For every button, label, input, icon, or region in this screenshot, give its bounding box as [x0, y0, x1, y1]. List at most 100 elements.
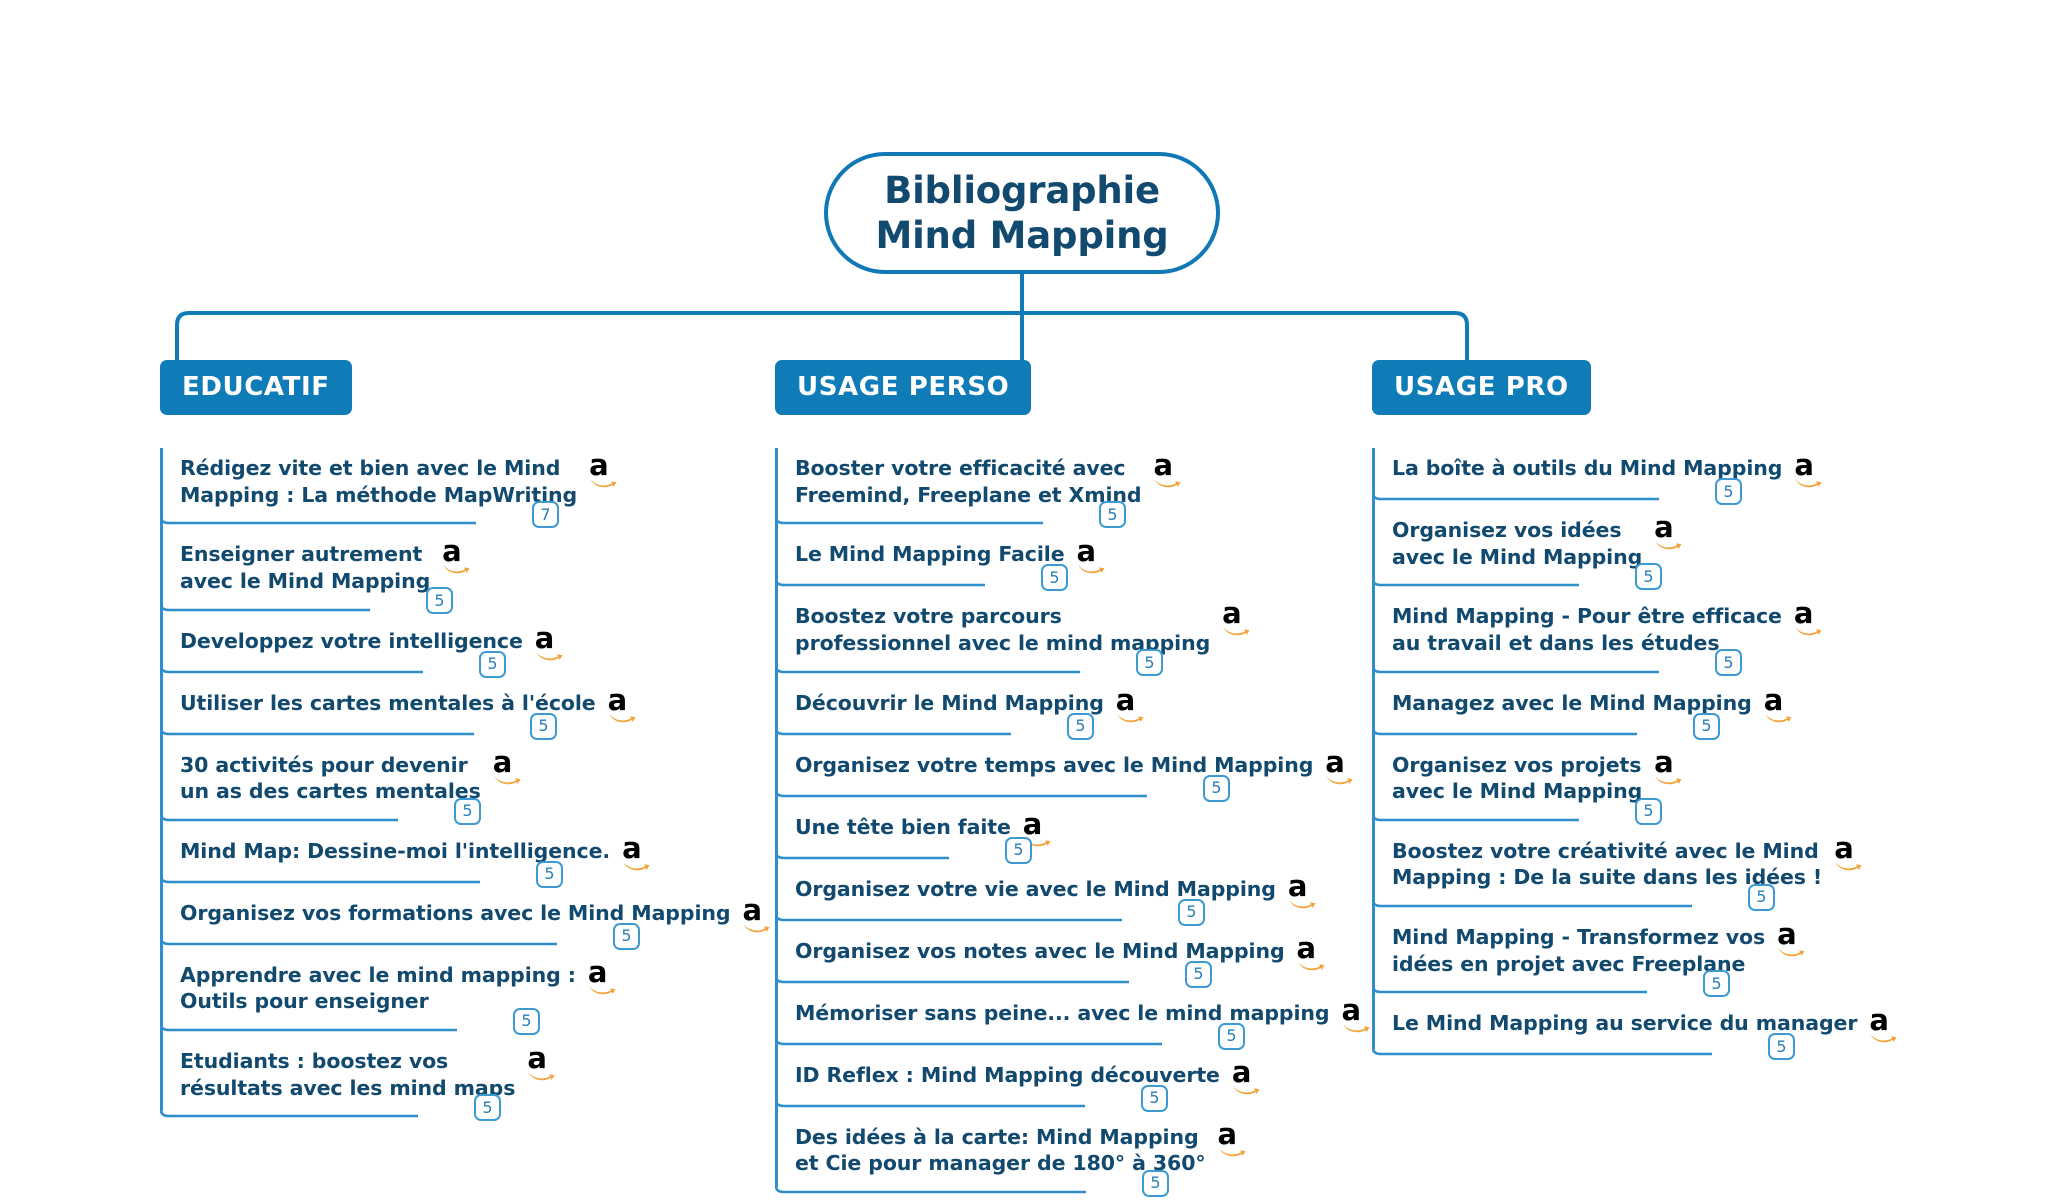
amazon-logo-icon[interactable]: a: [588, 957, 618, 996]
amazon-logo-icon[interactable]: a: [1794, 599, 1824, 637]
amazon-logo-icon[interactable]: a: [1794, 451, 1824, 489]
badge-anchor: 5: [1635, 563, 1662, 590]
book-title: Une tête bien faite: [795, 814, 1011, 839]
book-item[interactable]: Mind Mapping - Pour être efficace au tra…: [1372, 596, 1899, 682]
count-badge: 5: [474, 1094, 501, 1122]
book-item[interactable]: Boostez votre parcours professionnel ave…: [775, 596, 1372, 682]
book-item-body: Mémoriser sans peine... avec le mind map…: [775, 995, 1372, 1050]
branch-spine: [1372, 448, 1375, 1050]
item-underline: [1372, 661, 1824, 674]
book-item[interactable]: Organisez vos formations avec le Mind Ma…: [160, 893, 772, 955]
badge-anchor: 5: [1635, 797, 1662, 825]
book-item-body: Etudiants : boostez vos résultats avec l…: [160, 1044, 557, 1122]
amazon-logo-icon[interactable]: a: [527, 1044, 557, 1082]
amazon-logo-icon[interactable]: a: [1218, 1119, 1248, 1158]
book-item-body: Organisez votre vie avec le Mind Mapping…: [775, 871, 1318, 926]
count-badge: 5: [536, 860, 563, 888]
book-item-head: Apprendre avec le mind mapping : Outils …: [178, 957, 618, 1020]
amazon-logo-icon[interactable]: a: [442, 537, 472, 575]
book-item[interactable]: Rédigez vite et bien avec le Mind Mappin…: [160, 448, 772, 534]
book-item[interactable]: Booster votre efficacité avec Freemind, …: [775, 448, 1372, 534]
amazon-smile-arrow: [1219, 1147, 1246, 1156]
item-underline: [1372, 896, 1864, 908]
amazon-logo-icon[interactable]: a: [608, 685, 638, 724]
amazon-logo-icon[interactable]: a: [1834, 833, 1864, 872]
amazon-logo-icon[interactable]: a: [1116, 685, 1146, 724]
amazon-logo-icon[interactable]: a: [1777, 920, 1807, 958]
badge-anchor: 5: [1005, 836, 1032, 864]
book-item[interactable]: Apprendre avec le mind mapping : Outils …: [160, 955, 772, 1041]
book-item[interactable]: 30 activités pour devenir un as des cart…: [160, 745, 772, 831]
book-item[interactable]: Organisez vos projets avec le Mind Mappi…: [1372, 745, 1899, 831]
count-badge: 5: [530, 712, 557, 740]
count-badge: 5: [1715, 649, 1742, 677]
count-badge: 5: [1142, 1169, 1169, 1197]
book-item[interactable]: Etudiants : boostez vos résultats avec l…: [160, 1041, 772, 1127]
branch-header-usage-pro[interactable]: USAGE PRO: [1372, 360, 1591, 415]
amazon-logo-icon[interactable]: a: [1232, 1057, 1262, 1096]
amazon-logo-icon[interactable]: a: [1077, 537, 1107, 575]
amazon-letter-a: a: [622, 830, 642, 865]
amazon-logo-icon[interactable]: a: [622, 833, 652, 872]
amazon-logo-icon[interactable]: a: [1342, 995, 1372, 1034]
item-underline: [775, 847, 1053, 860]
amazon-letter-a: a: [587, 954, 608, 989]
amazon-logo-icon[interactable]: a: [1654, 513, 1684, 551]
book-item[interactable]: Organisez votre vie avec le Mind Mapping…: [775, 869, 1372, 931]
book-item[interactable]: Mind Mapping - Transformez vos idées en …: [1372, 917, 1899, 1003]
amazon-logo-icon[interactable]: a: [1764, 685, 1794, 724]
count-badge: 5: [1748, 883, 1775, 911]
amazon-smile-arrow: [1795, 627, 1822, 636]
count-badge: 5: [613, 922, 640, 950]
book-item[interactable]: Organisez vos idées avec le Mind Mapping…: [1372, 510, 1899, 596]
book-item-body: Des idées à la carte: Mind Mapping et Ci…: [775, 1119, 1248, 1197]
branch-header-usage-perso[interactable]: USAGE PERSO: [775, 360, 1032, 415]
book-item[interactable]: Organisez vos notes avec le Mind Mapping…: [775, 931, 1372, 993]
amazon-logo-icon[interactable]: a: [493, 747, 523, 786]
book-item[interactable]: Boostez votre créativité avec le Mind Ma…: [1372, 831, 1899, 917]
book-title: 30 activités pour devenir un as des cart…: [180, 752, 481, 804]
amazon-logo-icon[interactable]: a: [1222, 599, 1252, 637]
amazon-logo-icon[interactable]: a: [589, 451, 619, 489]
book-item[interactable]: Organisez votre temps avec le Mind Mappi…: [775, 745, 1372, 807]
book-item[interactable]: Des idées à la carte: Mind Mapping et Ci…: [775, 1117, 1372, 1203]
amazon-logo-icon[interactable]: a: [1297, 933, 1327, 972]
book-item-head: Des idées à la carte: Mind Mapping et Ci…: [793, 1119, 1248, 1182]
amazon-logo-icon[interactable]: a: [1869, 1006, 1899, 1044]
amazon-letter-a: a: [1654, 510, 1674, 544]
amazon-logo-icon[interactable]: a: [1325, 747, 1355, 786]
item-underline: [160, 599, 472, 612]
count-badge: 5: [1005, 836, 1032, 864]
root-title-line2: Mind Mapping: [875, 214, 1169, 257]
book-item[interactable]: Enseigner autrement avec le Mind Mapping…: [160, 534, 772, 620]
amazon-logo-icon[interactable]: a: [742, 895, 772, 934]
count-badge: 5: [1136, 649, 1163, 677]
amazon-letter-a: a: [1022, 806, 1043, 841]
count-badge: 5: [513, 1007, 540, 1035]
amazon-letter-a: a: [1763, 682, 1784, 717]
amazon-logo-icon[interactable]: a: [1153, 451, 1183, 489]
item-underline: [160, 871, 652, 884]
count-badge: 5: [1703, 970, 1730, 998]
root-node[interactable]: Bibliographie Mind Mapping: [824, 152, 1220, 274]
book-item[interactable]: Mémoriser sans peine... avec le mind map…: [775, 993, 1372, 1055]
book-title: Mind Mapping - Pour être efficace au tra…: [1392, 604, 1782, 655]
count-badge: 5: [1178, 898, 1205, 926]
amazon-smile-arrow: [1343, 1023, 1369, 1032]
branch-header-educatif[interactable]: EDUCATIF: [160, 360, 352, 415]
amazon-logo-icon[interactable]: a: [535, 623, 565, 662]
item-underline: [775, 661, 1252, 674]
amazon-logo-icon[interactable]: a: [1288, 871, 1318, 910]
amazon-logo-icon[interactable]: a: [1654, 747, 1684, 786]
